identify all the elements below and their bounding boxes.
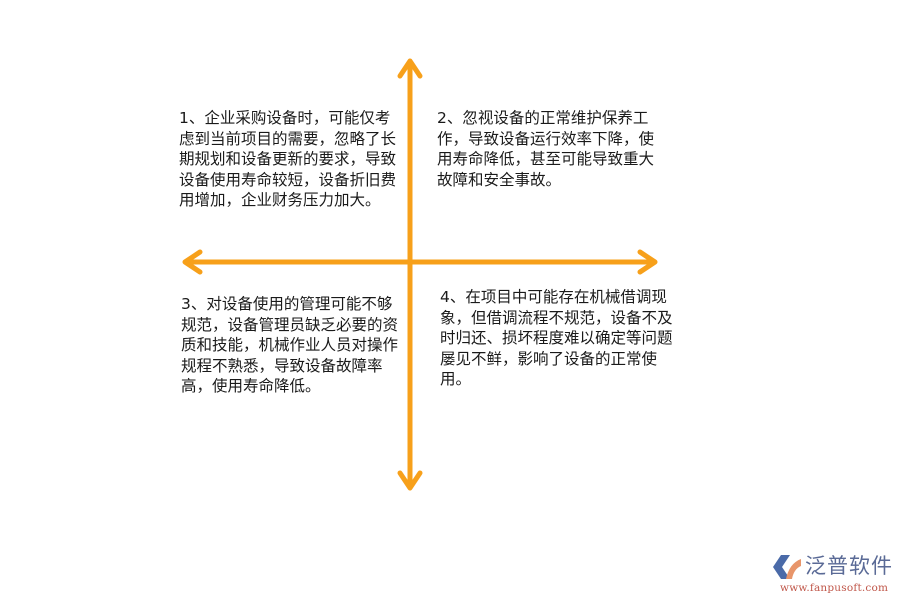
vertical-double-arrow-icon — [397, 58, 423, 491]
quadrant-top-left-text: 1、企业采购设备时，可能仅考虑到当前项目的需要，忽略了长期规划和设备更新的要求，… — [179, 109, 397, 209]
quadrant-top-right-text: 2、忽视设备的正常维护保养工作，导致设备运行效率下降，使用寿命降低，甚至可能导致… — [437, 109, 655, 189]
fanpu-logo-icon — [773, 555, 801, 579]
fanpu-logo: 泛普软件 www.fanpusoft.com — [772, 552, 896, 598]
logo-brand-name: 泛普软件 — [805, 554, 893, 578]
quadrant-bottom-left-text: 3、对设备使用的管理可能不够规范，设备管理员缺乏必要的资质和技能，机械作业人员对… — [181, 295, 399, 395]
horizontal-double-arrow-icon — [182, 249, 658, 275]
logo-url: www.fanpusoft.com — [780, 582, 889, 594]
quadrant-bottom-right-text: 4、在项目中可能存在机械借调现象，但借调流程不规范，设备不及时归还、损坏程度难以… — [440, 288, 673, 388]
